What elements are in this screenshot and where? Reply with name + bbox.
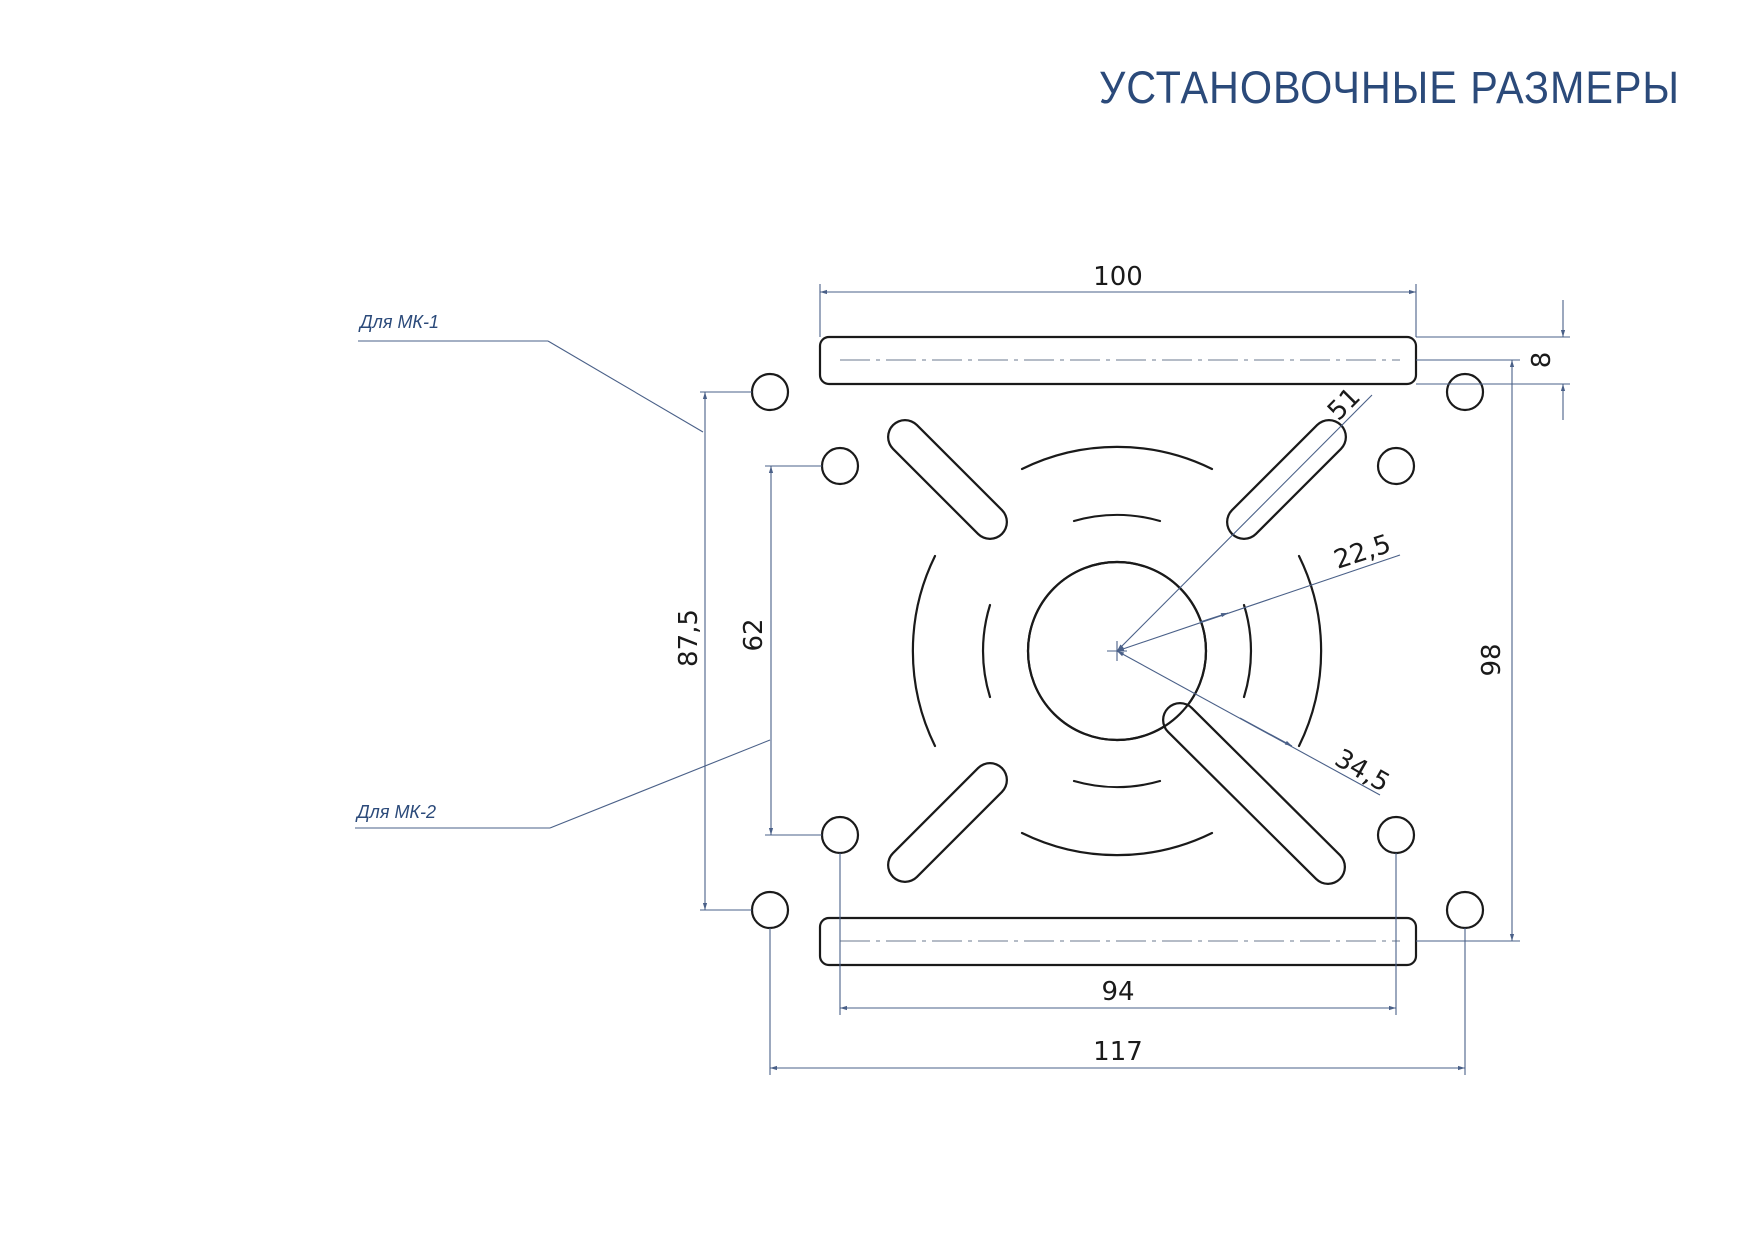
note-mk1: Для МК-1: [358, 312, 439, 332]
dim-100: 100: [1093, 262, 1143, 292]
dim-r34-5: 34,5: [1329, 744, 1394, 799]
dim-8: 8: [1527, 352, 1557, 369]
dim-98: 98: [1477, 643, 1507, 676]
arc-slot-inner-bottom: [1072, 779, 1162, 789]
dim-117: 117: [1093, 1037, 1143, 1067]
page-title: УСТАНОВОЧНЫЕ РАЗМЕРЫ: [1098, 62, 1680, 113]
leader-mk2: [549, 739, 771, 829]
arc-slot-outer-bottom: [1020, 831, 1214, 857]
arc-slot-outer-left: [911, 554, 937, 748]
dim-r22-5: 22,5: [1330, 529, 1394, 575]
hole-inner-br: [1376, 815, 1416, 855]
arc-slot-outer-right: [1297, 554, 1323, 748]
leader-mk1: [547, 340, 704, 433]
hole-outer-tl: [750, 372, 790, 412]
hole-inner-tl: [820, 446, 860, 486]
arc-slot-inner-left: [981, 603, 992, 699]
dim-94: 94: [1101, 977, 1134, 1007]
hole-outer-br: [1445, 890, 1485, 930]
dim-87-5: 87,5: [674, 609, 704, 667]
note-mk2: Для МК-2: [355, 802, 436, 822]
arc-slot-outer-top: [1020, 445, 1214, 471]
hole-outer-bl: [750, 890, 790, 930]
hole-inner-tr: [1376, 446, 1416, 486]
dim-62: 62: [739, 618, 769, 651]
hole-outer-tr: [1445, 372, 1485, 412]
arc-slot-inner-top: [1072, 513, 1162, 523]
arc-slot-inner-right: [1242, 603, 1253, 699]
hole-inner-bl: [820, 815, 860, 855]
